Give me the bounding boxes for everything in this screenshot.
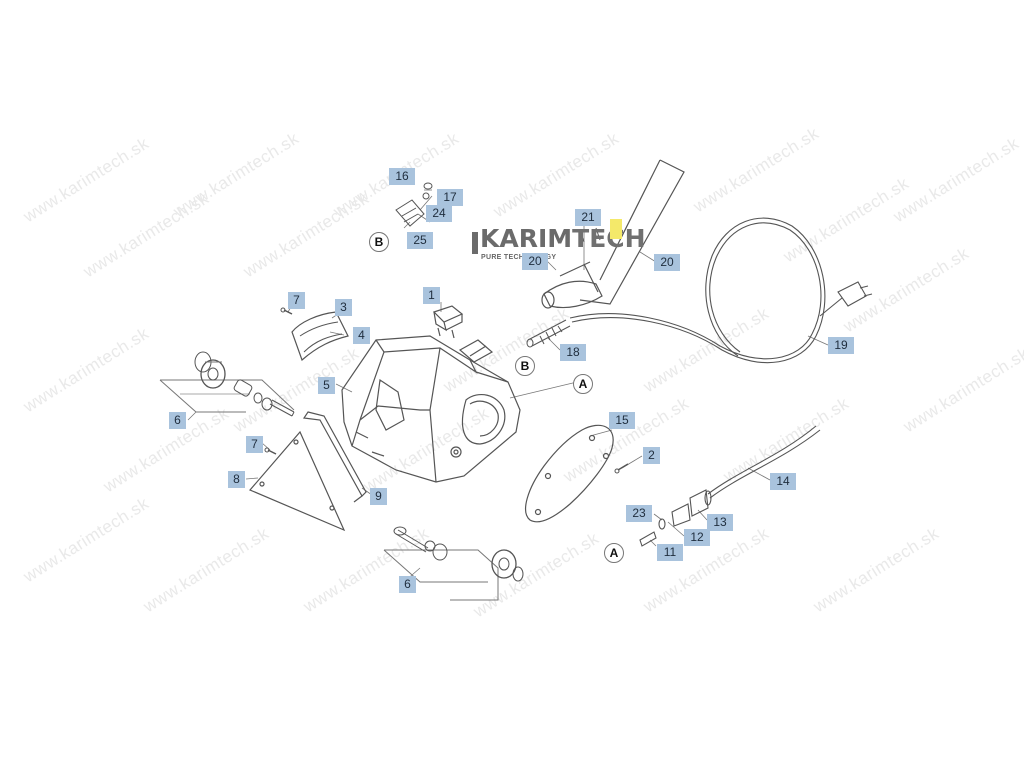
callout-9: 9 [370,488,387,505]
part-21-clips [579,227,601,243]
callout-4: 4 [353,327,370,344]
part-2-screw [614,463,629,474]
part-6-lower-group [383,526,524,601]
part-15-plate [525,424,614,523]
callout-3: 3 [335,299,352,316]
part-3-cover [291,311,349,362]
logo-accent [610,219,622,239]
part-8-plate [249,430,346,532]
callout-21: 21 [575,209,601,226]
callout-18: 18 [560,344,586,361]
callout-6-upper: 6 [169,412,186,429]
part-1-switch [432,305,464,339]
part-6-upper-group [159,351,295,417]
brand-logo: KARIMTECH PURE TECHNOLOGY [472,224,646,266]
callout-5: 5 [318,377,335,394]
part-5-housing [341,335,521,483]
callout-8: 8 [228,471,245,488]
callout-12: 12 [684,529,710,546]
reference-marker-a: A [604,543,624,563]
reference-marker-b: B [515,356,535,376]
part-20-hose [541,159,685,309]
part-19-power-cord [569,217,873,364]
part-18-strain-relief [526,319,571,348]
callout-24: 24 [426,205,452,222]
callout-16: 16 [389,168,415,185]
parts-16-17-24-25 [395,182,433,227]
part-9-bracket [302,411,367,503]
callout-13: 13 [707,514,733,531]
callout-20: 20 [654,254,680,271]
reference-marker-b: B [369,232,389,252]
fittings-11-13-23 [639,489,712,547]
callout-20-upper: 20 [522,253,548,270]
callout-2: 2 [643,447,660,464]
reference-marker-a: A [573,374,593,394]
logo-wordmark: KARIMTECH [472,224,646,253]
callout-17: 17 [437,189,463,206]
callout-15: 15 [609,412,635,429]
callout-14: 14 [770,473,796,490]
logo-tagline: PURE TECHNOLOGY [481,254,557,261]
logo-text-part2: TECH [572,224,646,253]
callout-11: 11 [657,544,683,561]
callout-6-lower: 6 [399,576,416,593]
callout-1: 1 [423,287,440,304]
part-7-screw [264,307,293,455]
part-14-hose [707,425,821,499]
logo-mark [472,232,478,254]
logo-text-part1: KARIM [480,224,573,253]
callout-25: 25 [407,232,433,249]
callout-19: 19 [828,337,854,354]
callout-7-upper: 7 [288,292,305,309]
callout-23: 23 [626,505,652,522]
callout-7-lower: 7 [246,436,263,453]
